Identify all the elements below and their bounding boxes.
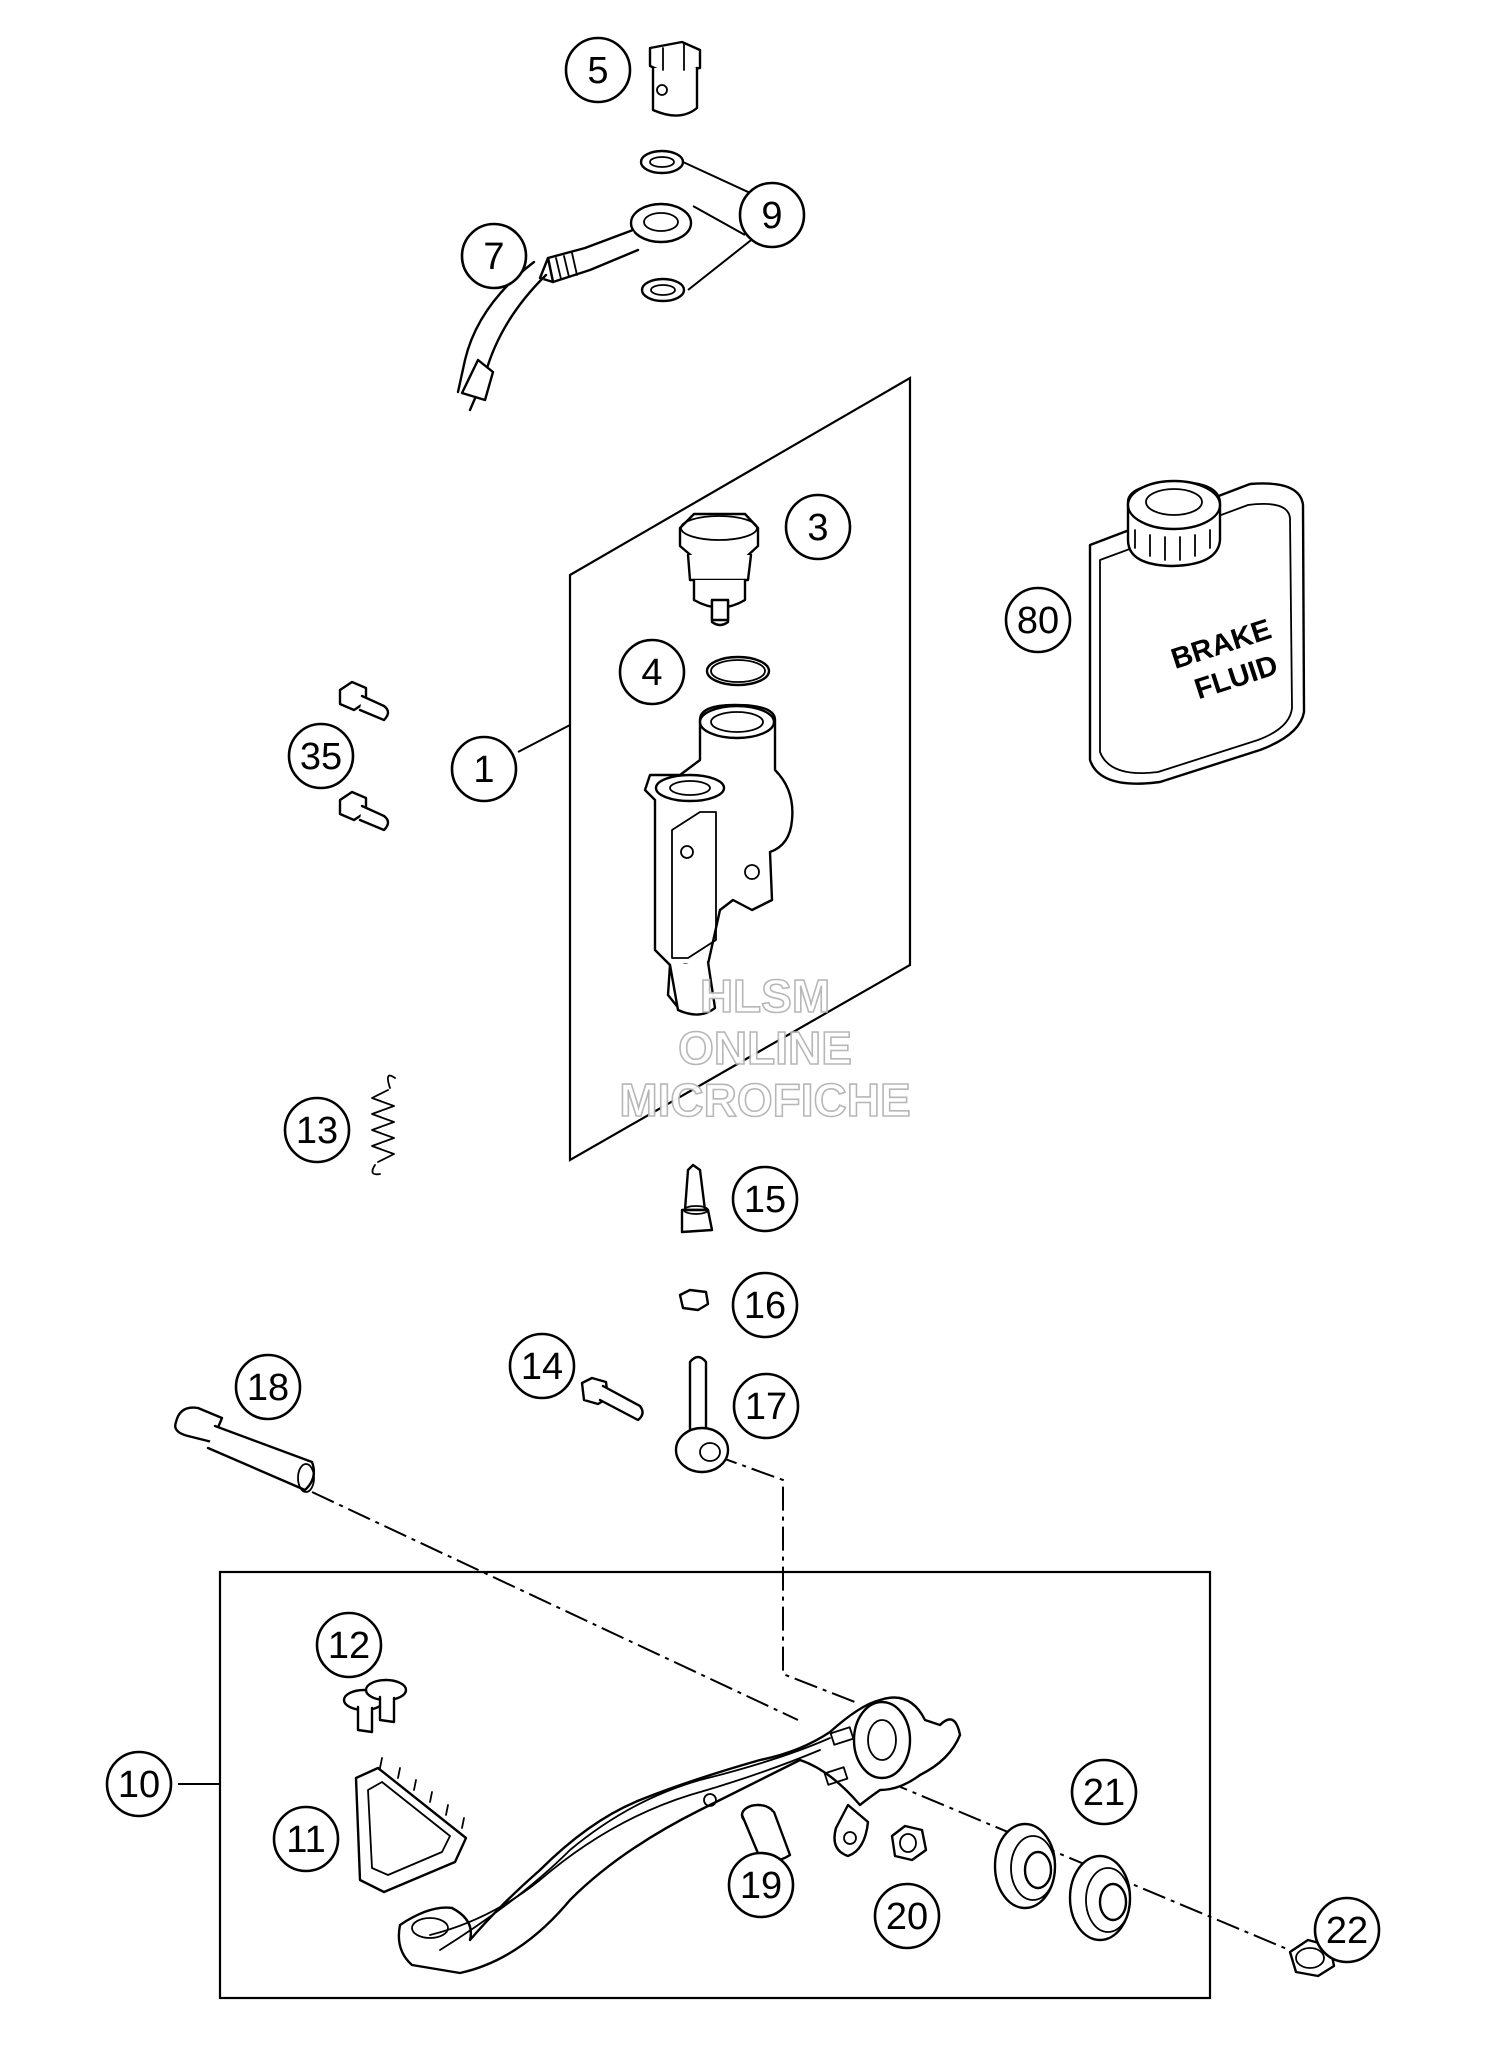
callout-15: 15 <box>731 1165 799 1233</box>
callout-number: 80 <box>1017 600 1059 642</box>
assembly-axes <box>311 1454 1319 1963</box>
callout-circle <box>283 1096 351 1164</box>
callout-circle <box>450 735 518 803</box>
callout-number: 21 <box>1083 1772 1125 1814</box>
callout-80: 80 <box>1004 586 1072 654</box>
callout-circle <box>287 722 355 790</box>
callout-19: 19 <box>727 1851 795 1919</box>
callout-circle <box>873 1882 941 1950</box>
callout-circle <box>460 222 528 290</box>
callout-circle <box>564 36 632 104</box>
callout-number: 16 <box>744 1285 786 1327</box>
callout-22: 22 <box>1313 1896 1381 1964</box>
banjo-bolt-part <box>648 40 702 117</box>
callout-13: 13 <box>283 1096 351 1164</box>
callout-number: 11 <box>286 1819 325 1861</box>
callout-number: 19 <box>740 1865 782 1907</box>
callout-circle <box>508 1332 576 1400</box>
callout-number: 15 <box>744 1179 786 1221</box>
callout-1: 1 <box>450 735 518 803</box>
callout-number: 22 <box>1326 1910 1368 1952</box>
callout-7: 7 <box>460 222 528 290</box>
callout-12: 12 <box>315 1611 383 1679</box>
callout-circle <box>1313 1896 1381 1964</box>
watermark-line1: HLSM <box>700 970 830 1022</box>
callout-20: 20 <box>873 1882 941 1950</box>
push-rod-part <box>680 1163 714 1234</box>
callout-number: 13 <box>296 1110 338 1152</box>
callout-circle <box>234 1353 302 1421</box>
callout-layer: 5 9 7 3 80 4 1 35 13 15 16 14 17 18 12 10 21 11 19 20 22 <box>105 36 1381 1964</box>
brake-pedal-part <box>397 1696 962 1975</box>
callout-circle <box>1070 1758 1138 1826</box>
callout-number: 5 <box>587 50 608 92</box>
master-cylinder-part <box>643 703 794 1016</box>
callout-35: 35 <box>287 722 355 790</box>
screws-part <box>338 680 390 832</box>
callout-number: 17 <box>745 1386 787 1428</box>
callout-10: 10 <box>105 1750 173 1818</box>
master-cylinder-assembly-box <box>568 376 912 1162</box>
step-screws-part <box>342 1678 408 1734</box>
callout-circle <box>618 638 686 706</box>
callout-circle <box>784 493 852 561</box>
watermark-line3: MICROFICHE <box>619 1074 910 1126</box>
callout-4: 4 <box>618 638 686 706</box>
clevis-part <box>674 1355 730 1474</box>
reservoir-cap-part <box>678 512 760 627</box>
callout-17: 17 <box>732 1372 800 1440</box>
callout-circle <box>727 1851 795 1919</box>
callout-circle <box>105 1750 173 1818</box>
callout-number: 4 <box>641 652 662 694</box>
callout-number: 14 <box>521 1346 563 1388</box>
pedal-pin-part <box>174 1406 316 1493</box>
o-ring-part <box>705 655 771 687</box>
brake-fluid-bottle-part: BRAKE FLUID <box>1088 479 1306 785</box>
sealing-washers-part <box>639 149 686 303</box>
callout-number: 9 <box>761 195 782 237</box>
watermark-line2: ONLINE <box>678 1022 852 1074</box>
callout-number: 35 <box>300 736 342 778</box>
callout-circle <box>738 181 806 249</box>
callout-18: 18 <box>234 1353 302 1421</box>
callout-3: 3 <box>784 493 852 561</box>
callout-14: 14 <box>508 1332 576 1400</box>
return-spring-part <box>371 1074 396 1176</box>
callout-number: 3 <box>807 507 828 549</box>
callout-16: 16 <box>731 1271 799 1339</box>
callout-circle <box>731 1271 799 1339</box>
callout-number: 7 <box>483 236 504 278</box>
callout-circle <box>315 1611 383 1679</box>
callout-number: 10 <box>118 1764 160 1806</box>
callout-11: 11 <box>272 1805 340 1873</box>
callout-number: 20 <box>886 1896 928 1938</box>
step-plate-part <box>354 1757 468 1894</box>
nut-part <box>678 1288 710 1312</box>
callout-21: 21 <box>1070 1758 1138 1826</box>
callout-circle <box>1004 586 1072 654</box>
callout-circle <box>272 1805 340 1873</box>
pivot-bolt-part <box>580 1376 644 1422</box>
callout-9: 9 <box>738 181 806 249</box>
brake-hose-part <box>456 202 693 412</box>
watermark: HLSM ONLINE MICROFICHE <box>619 969 912 1127</box>
callout-5: 5 <box>564 36 632 104</box>
callout-circle <box>731 1165 799 1233</box>
callout-number: 1 <box>473 749 494 791</box>
bushing-part <box>890 1824 928 1862</box>
callout-number: 12 <box>328 1625 370 1667</box>
callout-number: 18 <box>247 1367 289 1409</box>
bearings-part <box>993 1822 1132 1942</box>
callout-circle <box>732 1372 800 1440</box>
